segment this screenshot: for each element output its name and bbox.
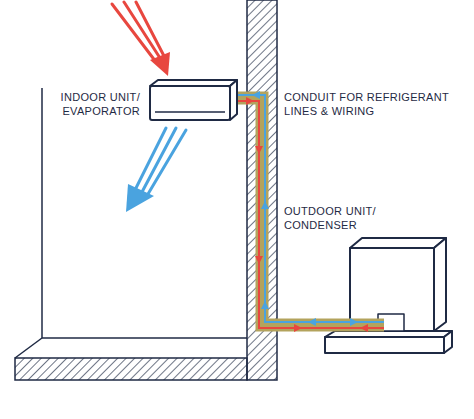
indoor-unit: INDOOR UNIT/ EVAPORATOR [148, 78, 238, 122]
cool-air-arrows [126, 128, 186, 212]
floor-slab [15, 358, 247, 380]
outdoor-unit-shape [325, 238, 452, 353]
room-outline [15, 88, 247, 358]
unit-label: OUTDOOR UNIT/ CONDENSER [284, 204, 392, 232]
indoor-unit-shape [150, 80, 237, 120]
conduit-stub [334, 318, 384, 332]
warm-air-arrows [112, 2, 170, 76]
unit-label: INDOOR UNIT/ EVAPORATOR [48, 90, 140, 118]
conduit-label: CONDUIT FOR REFRIGERANT LINES & WIRING [284, 90, 470, 118]
outdoor-unit: OUTDOOR UNIT/ CONDENSER [334, 236, 448, 354]
